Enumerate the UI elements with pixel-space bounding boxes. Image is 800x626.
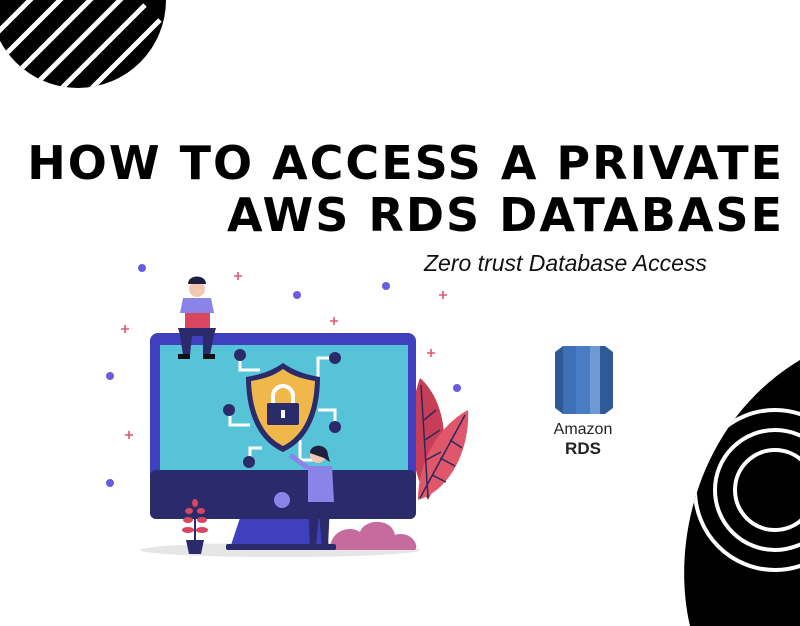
potted-plant xyxy=(182,499,208,554)
person-with-laptop xyxy=(178,276,216,359)
shield-lock-icon xyxy=(246,363,320,452)
circuit-nodes xyxy=(223,349,341,468)
title-line-2: AWS RDS DATABASE xyxy=(226,188,784,242)
logo-brand-text: Amazon xyxy=(553,421,613,438)
leaf-plant xyxy=(411,378,469,500)
logo-product-text: RDS xyxy=(565,439,601,458)
amazon-rds-logo-icon xyxy=(555,346,613,414)
plus-sparkle-icons xyxy=(121,272,447,439)
rds-logo-caption: Amazon RDS xyxy=(548,345,618,459)
check-badge-icons xyxy=(106,264,461,487)
subtitle: Zero trust Database Access xyxy=(424,250,707,276)
title-line-1: HOW TO ACCESS A PRIVATE xyxy=(27,136,784,190)
power-button-icon xyxy=(274,492,290,508)
arc-blob-decoration xyxy=(684,360,800,626)
monitor xyxy=(150,333,416,550)
bush xyxy=(330,521,417,550)
person-touching-shield xyxy=(288,445,334,548)
